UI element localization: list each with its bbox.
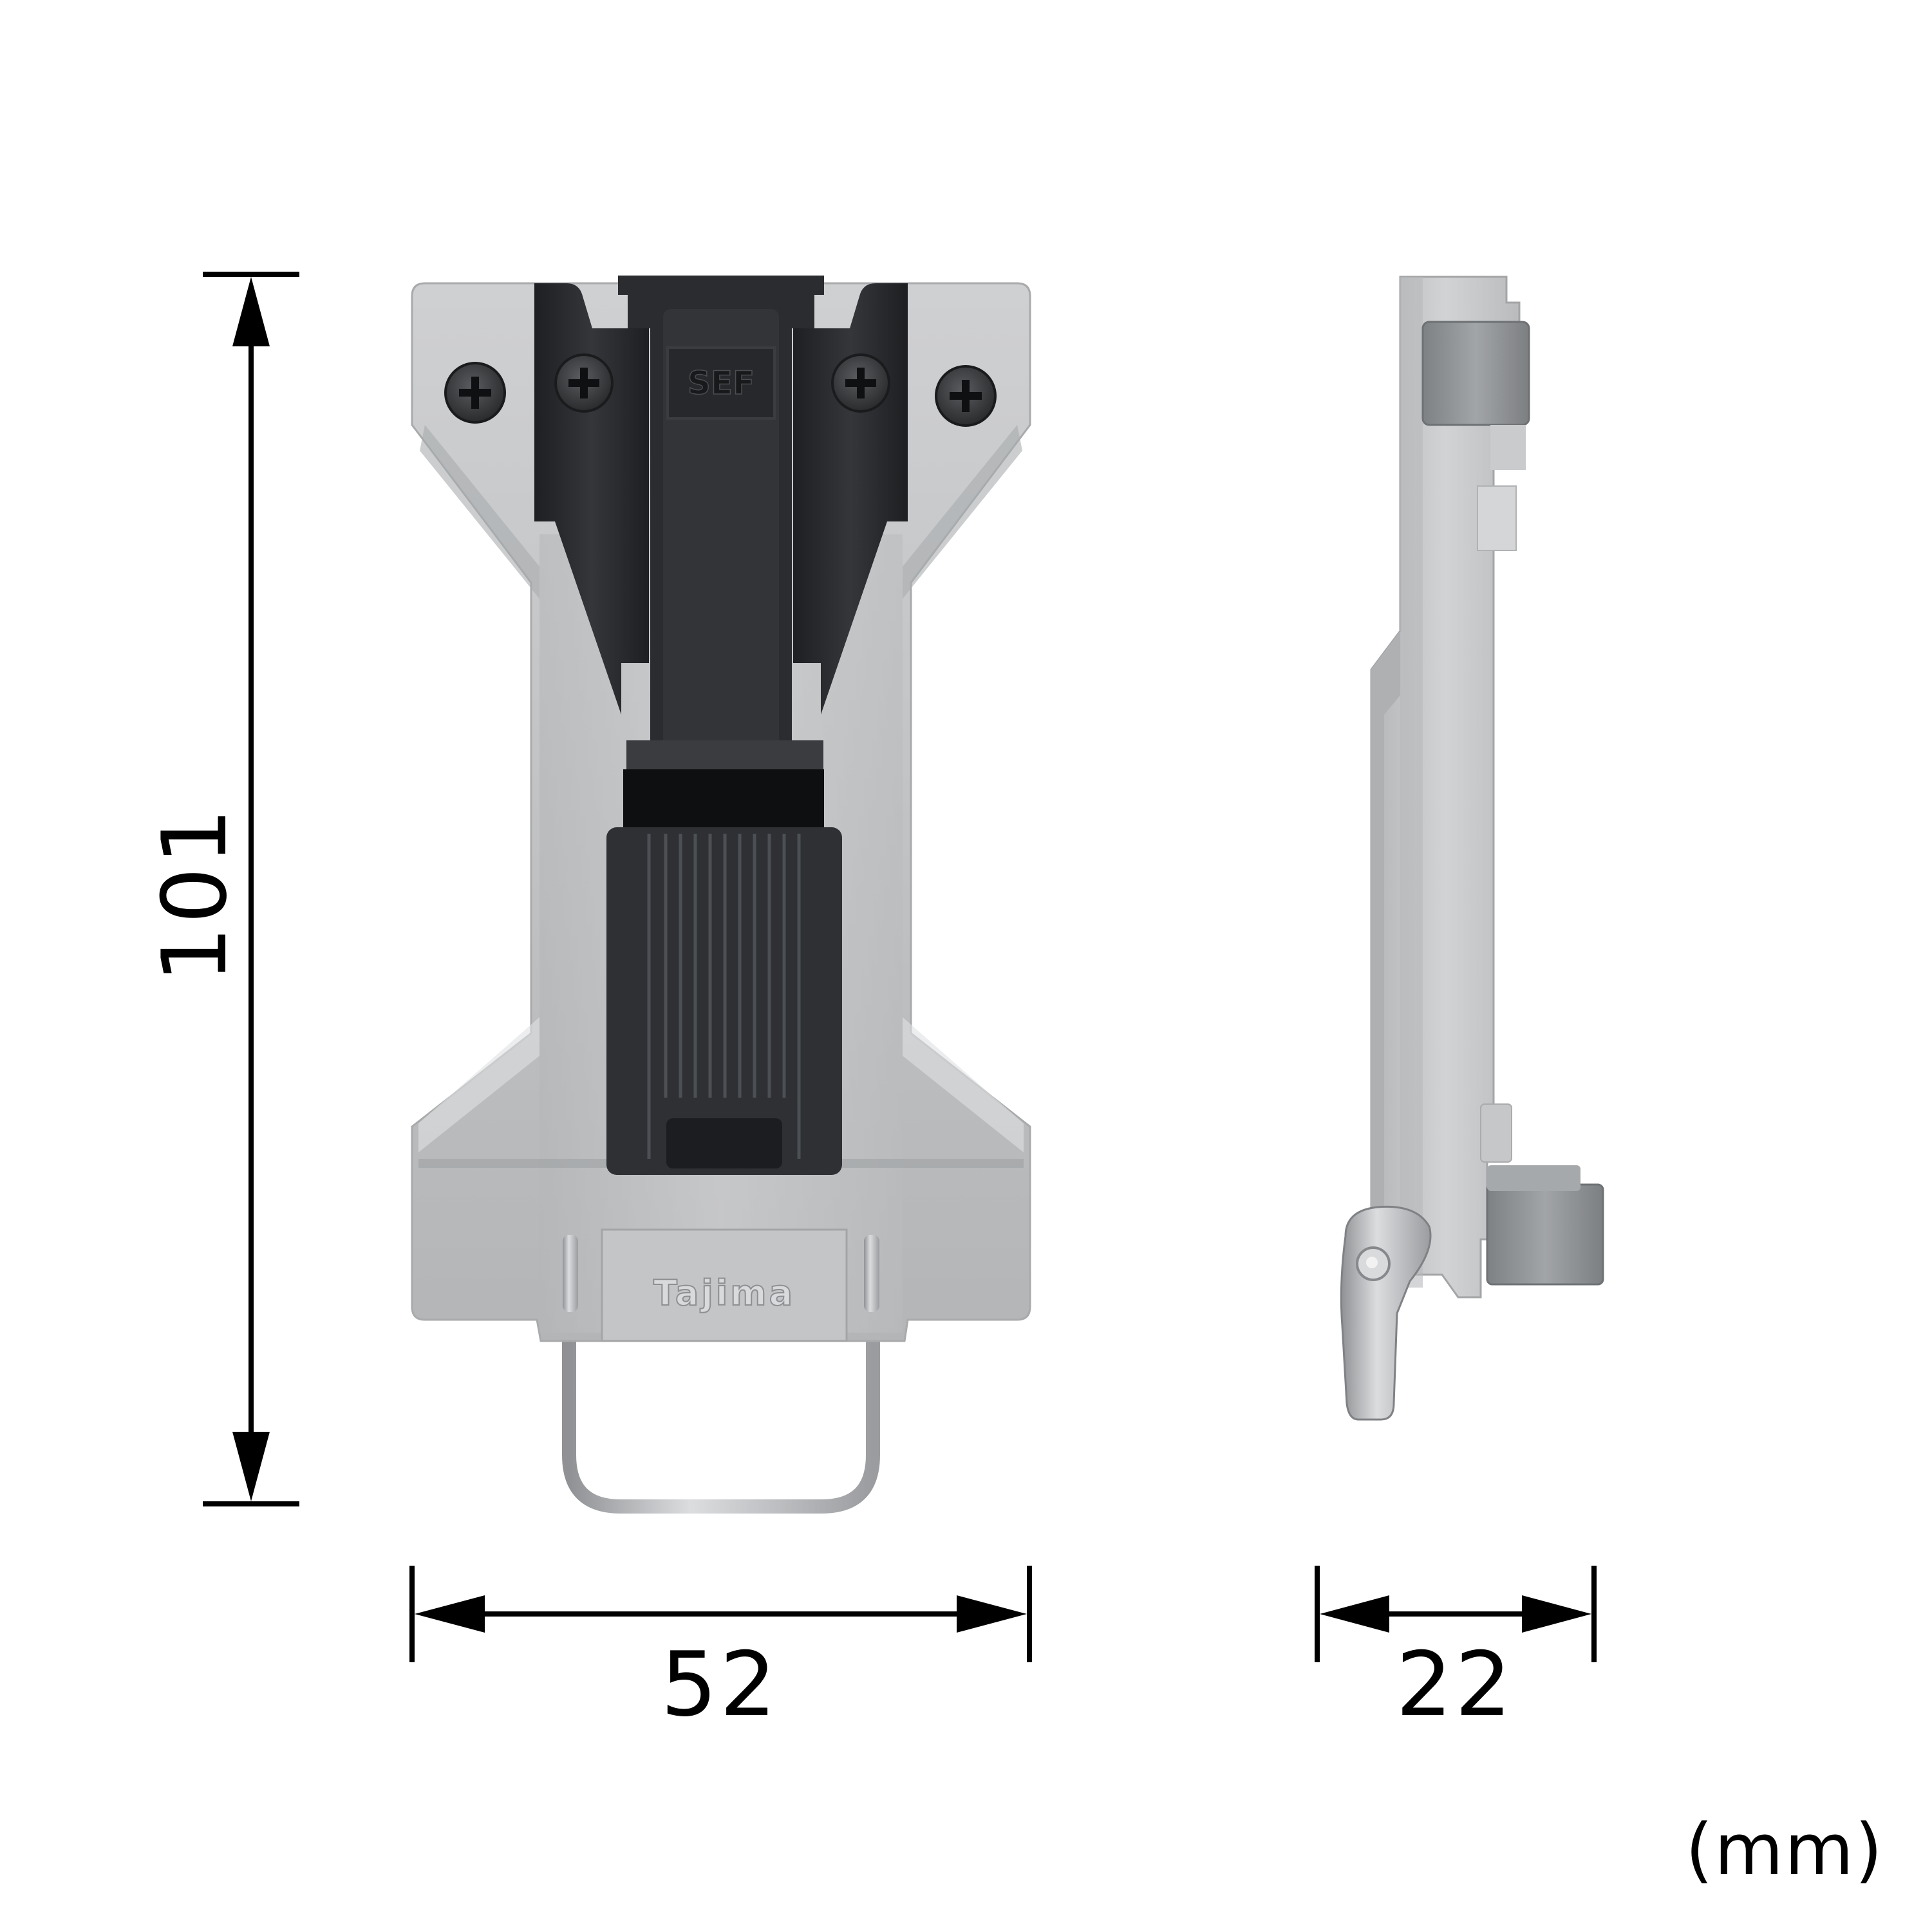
- bottom-clip-top: [1487, 1165, 1580, 1191]
- lever-pivot-rivet-center: [1366, 1257, 1378, 1268]
- bottom-tab: [1480, 1103, 1512, 1163]
- latch-crossbar-shadow: [623, 769, 824, 827]
- top-hook-roller: [1421, 321, 1530, 426]
- ring-pivot-left: [563, 1235, 578, 1312]
- arrow-left-icon: [1320, 1595, 1389, 1633]
- top-hook-tab: [1490, 425, 1526, 470]
- shoulder-facet-left: [420, 425, 539, 599]
- width-left-tick: [409, 1566, 415, 1662]
- height-dimension: [203, 272, 299, 1506]
- hinge-block: [601, 1228, 848, 1342]
- depth-right-tick: [1591, 1566, 1597, 1662]
- side-flange: [1400, 277, 1423, 1288]
- sef-badge-text: SEF: [688, 364, 755, 402]
- depth-value-label: 22: [1396, 1633, 1514, 1736]
- screw-icon: [444, 362, 506, 424]
- height-bottom-tick: [203, 1501, 299, 1506]
- arrow-down-icon: [232, 1432, 270, 1501]
- screw-icon: [831, 353, 890, 413]
- width-right-tick: [1027, 1566, 1032, 1662]
- sef-badge: [666, 346, 776, 420]
- width-line: [476, 1611, 966, 1617]
- lever-ribs: [647, 834, 801, 1159]
- depth-left-tick: [1315, 1566, 1320, 1662]
- screw-icon: [935, 365, 997, 427]
- height-value-label: 101: [143, 805, 247, 983]
- side-lever: [1340, 1205, 1432, 1421]
- hip-facet-right: [903, 1017, 1024, 1152]
- width-dimension: [409, 1566, 1032, 1662]
- side-view: [1340, 276, 1604, 1421]
- height-line: [249, 341, 254, 1436]
- latch-crossbar: [626, 740, 823, 769]
- front-view: SEF: [411, 276, 1031, 1514]
- arrow-right-icon: [957, 1595, 1027, 1633]
- bottom-grey-clip: [1486, 1183, 1604, 1286]
- side-front-slope: [1371, 631, 1400, 1275]
- arrow-right-icon: [1522, 1595, 1591, 1633]
- arrow-left-icon: [415, 1595, 485, 1633]
- hip-facet-left: [418, 1017, 539, 1152]
- lever-tab: [666, 1118, 782, 1168]
- unit-label: (mm): [1685, 1808, 1884, 1891]
- ring-pivot-right: [864, 1235, 879, 1312]
- steel-ring: [562, 1259, 880, 1514]
- height-top-tick: [203, 272, 299, 277]
- depth-dimension: [1315, 1566, 1597, 1662]
- shoulder-facet-right: [903, 425, 1022, 599]
- width-value-label: 52: [661, 1633, 779, 1736]
- brand-logo: Tajima: [653, 1273, 795, 1313]
- screw-icon: [554, 353, 614, 413]
- arrow-up-icon: [232, 277, 270, 346]
- depth-line: [1384, 1611, 1526, 1617]
- top-hook-lip: [1477, 485, 1517, 551]
